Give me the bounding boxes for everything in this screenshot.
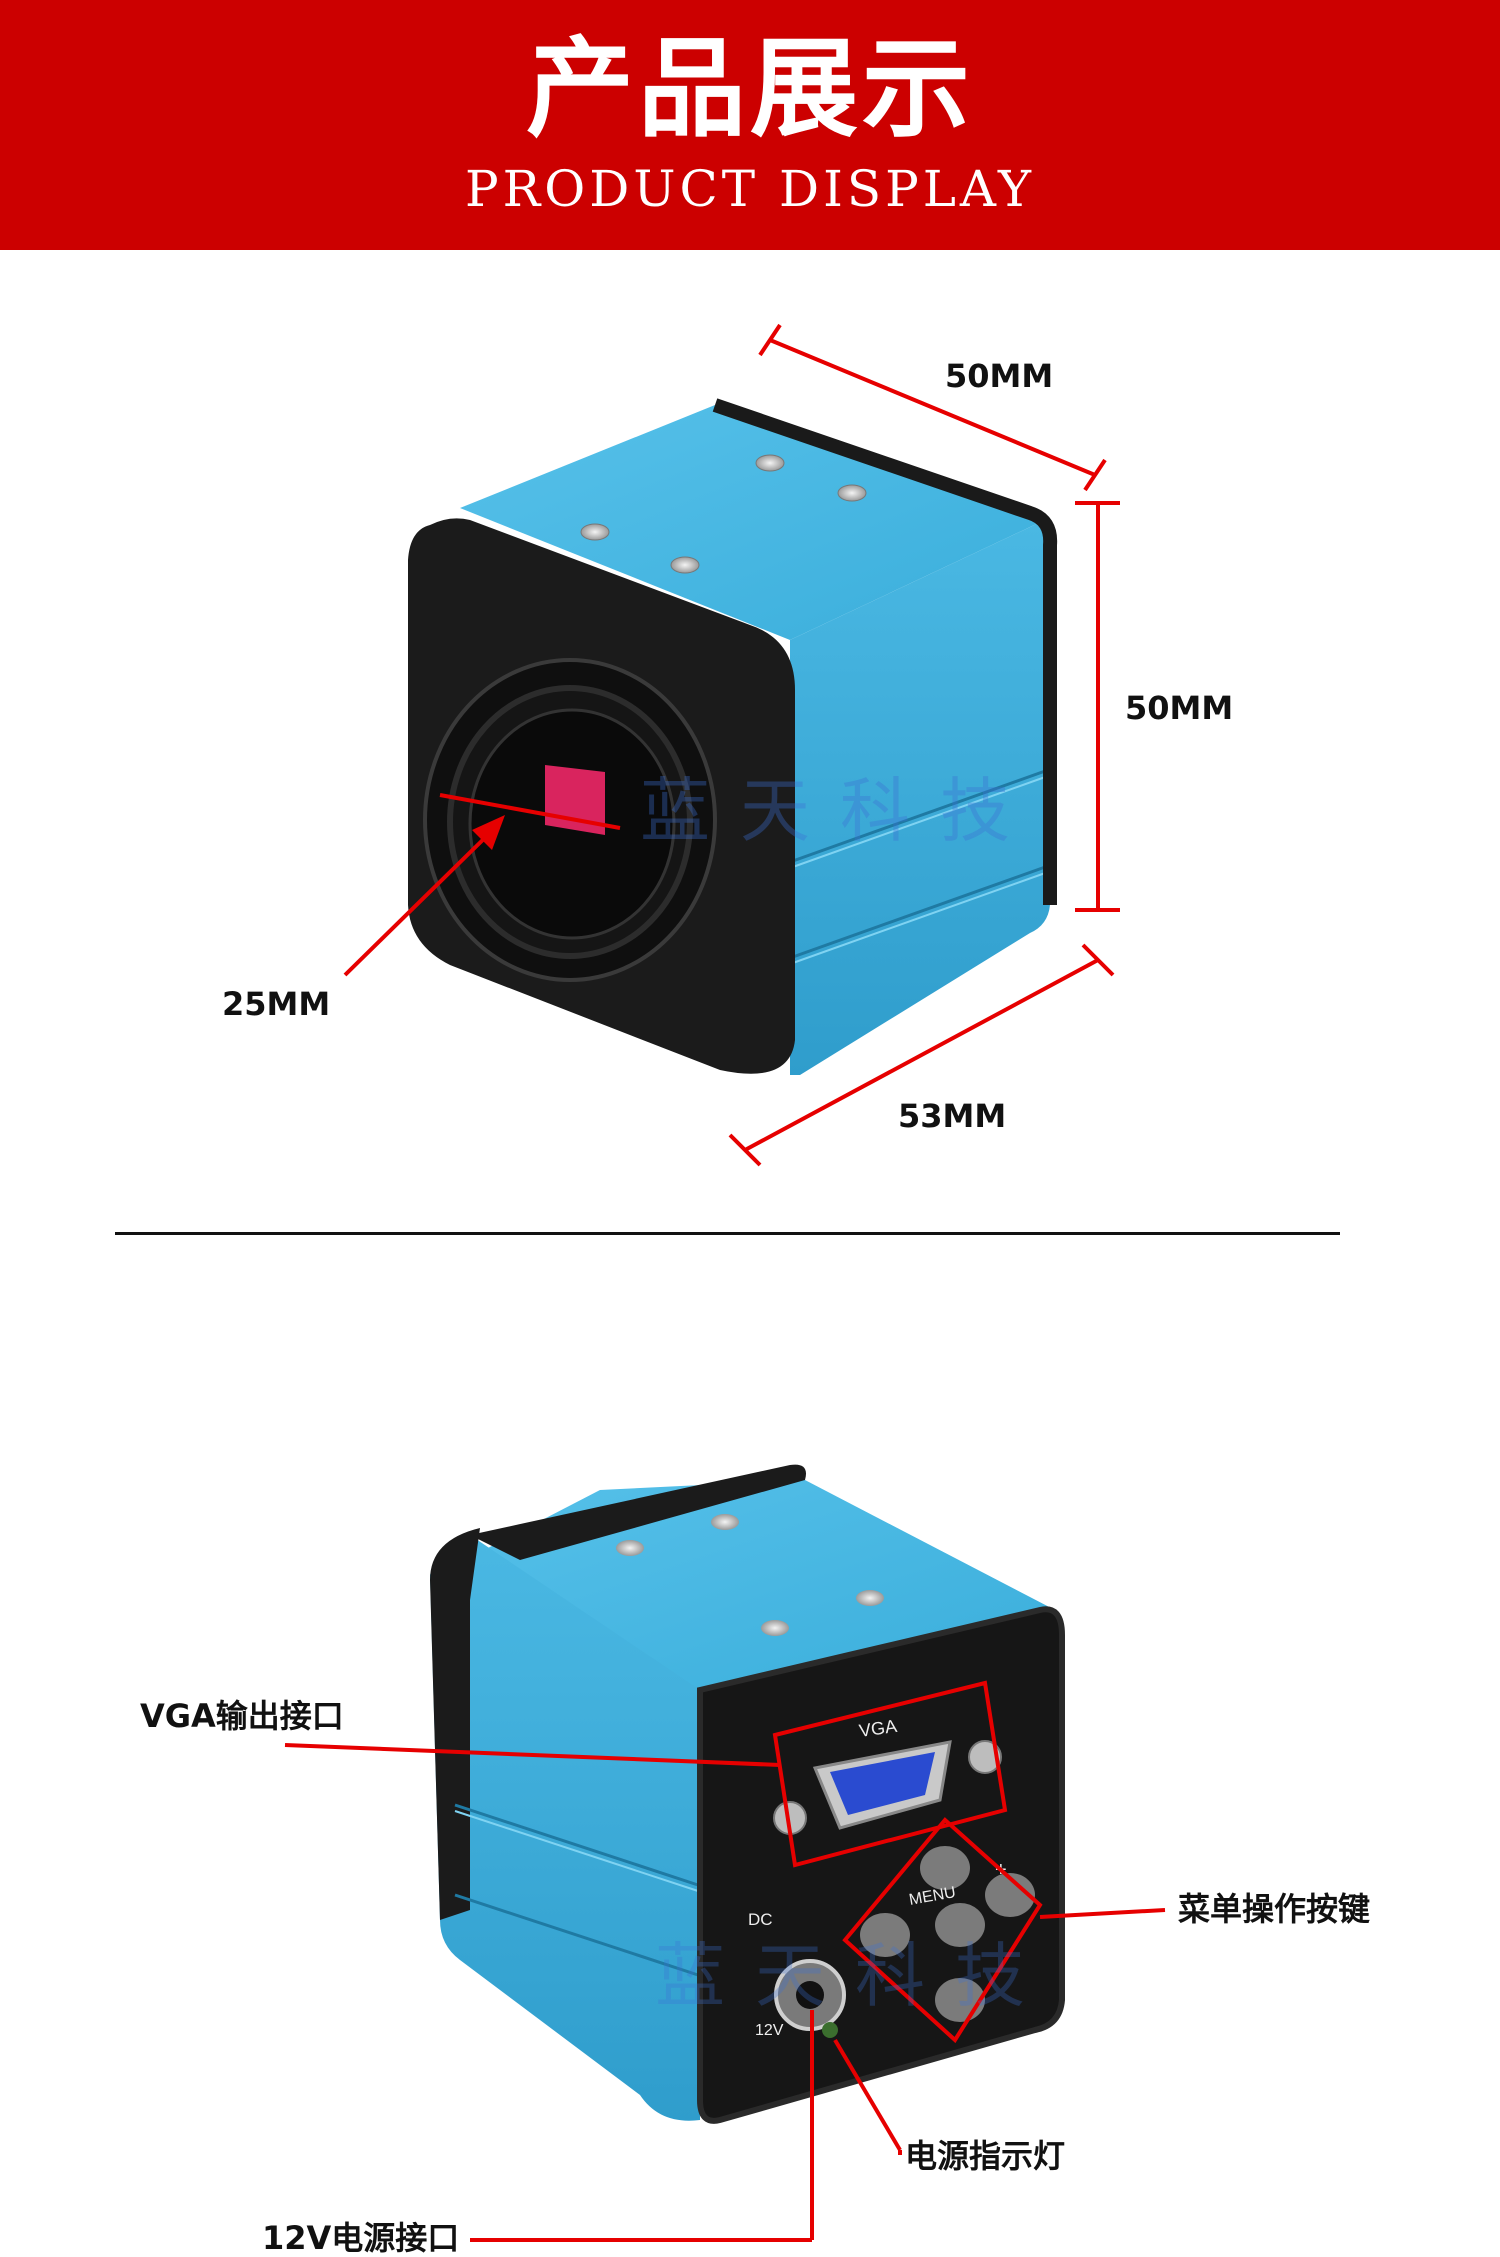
camera-back-view: VGA MENU DC 12V +	[430, 1464, 1065, 2124]
section-divider	[115, 1232, 1340, 1235]
menu-button-center	[935, 1903, 985, 1947]
watermark-bottom: 蓝天科技	[655, 1935, 1055, 2017]
power-led-label: 电源指示灯	[905, 2137, 1066, 2175]
screw-icon	[761, 1620, 789, 1636]
screw-icon	[711, 1514, 739, 1530]
dimension-height-label: 50MM	[1125, 689, 1234, 727]
banner-title: 产品展示	[525, 27, 974, 152]
menu-button-up	[920, 1846, 970, 1890]
screw-icon	[670, 556, 700, 574]
power-port-label: 12V电源接口	[262, 2219, 460, 2257]
camera-top-surface	[460, 405, 1045, 640]
dimension-sensor-label: 25MM	[222, 985, 331, 1023]
screw-icon	[837, 484, 867, 502]
camera-back-left-side	[430, 1535, 700, 2121]
screw-icon	[755, 454, 785, 472]
vga-port-label: VGA输出接口	[140, 1697, 344, 1735]
menu-button-right	[985, 1873, 1035, 1917]
screw-icon	[616, 1540, 644, 1556]
dimension-depth-label: 53MM	[898, 1097, 1007, 1135]
power-led-icon	[822, 2022, 838, 2038]
screw-icon	[856, 1590, 884, 1606]
camera-front-view	[408, 398, 1058, 1075]
watermark-top: 蓝天科技	[640, 770, 1040, 852]
banner-subtitle: PRODUCT DISPLAY	[464, 160, 1036, 218]
menu-keys-label: 菜单操作按键	[1178, 1890, 1371, 1928]
panel-dc-text: DC	[748, 1910, 773, 1929]
panel-12v-text: 12V	[755, 2022, 784, 2039]
back-panel	[697, 1606, 1065, 2124]
dimension-lines	[343, 323, 1120, 1167]
dimension-width-label: 50MM	[945, 357, 1054, 395]
menu-button-left	[860, 1913, 910, 1957]
header-banner: 产品展示 PRODUCT DISPLAY	[0, 0, 1500, 250]
callout-lines	[284, 1680, 1166, 2242]
screw-icon	[580, 523, 610, 541]
